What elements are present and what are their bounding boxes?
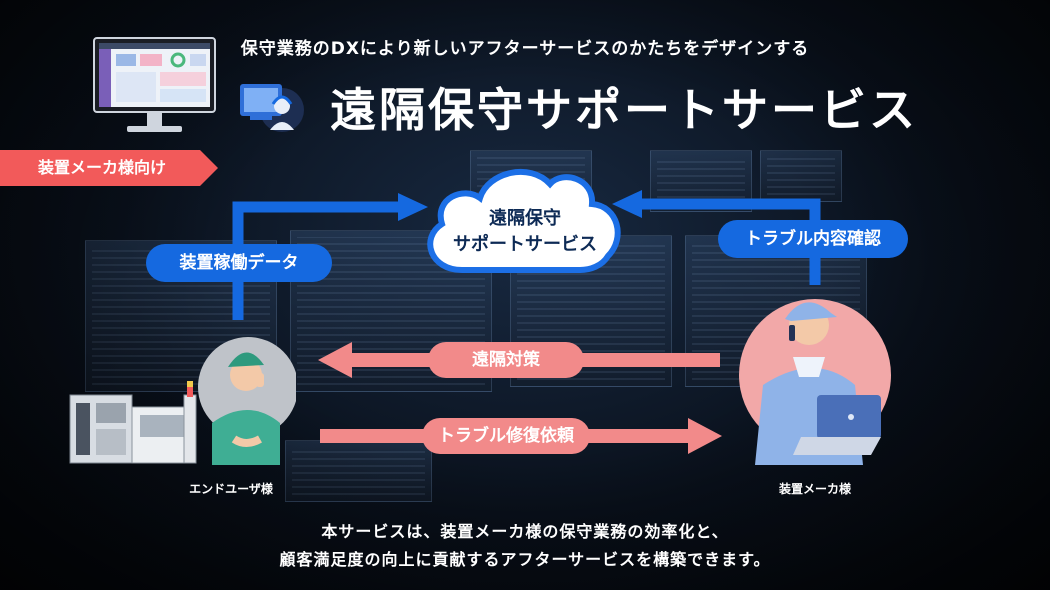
tag-arrow-shape	[0, 150, 218, 186]
maker-illustration	[739, 299, 891, 465]
remote-action-arrowhead	[318, 342, 352, 378]
equipment-data-label: 装置稼働データ	[146, 244, 332, 282]
equipment-data-arrow	[232, 201, 400, 320]
trouble-check-arrowhead	[612, 190, 642, 218]
maker-target-tag: 装置メーカ様向け	[0, 150, 218, 186]
monitor-icon	[93, 37, 216, 132]
equipment-data-arrowhead	[398, 193, 428, 221]
description-line1: 本サービスは、装置メーカ様の保守業務の効率化と、	[321, 522, 729, 541]
maker-target-label: 装置メーカ様向け	[38, 158, 167, 177]
maker-label: 装置メーカ様	[778, 482, 851, 496]
cloud-icon	[427, 168, 621, 273]
description-line2: 顧客満足度の向上に貢献するアフターサービスを構築できます。	[279, 550, 771, 569]
end-user-label: エンドユーザ様	[189, 482, 273, 496]
cloud-label-line2: サポートサービス	[453, 234, 597, 255]
end-user-illustration	[69, 337, 296, 465]
cloud-label: 遠隔保守 サポートサービス	[430, 206, 620, 258]
page-title: 遠隔保守サポートサービス	[330, 83, 918, 137]
trouble-check-label: トラブル内容確認	[718, 220, 908, 258]
repair-request-label: トラブル修復依頼	[422, 418, 590, 454]
repair-request-arrowhead	[688, 418, 722, 454]
cloud-label-line1: 遠隔保守	[489, 208, 561, 229]
remote-support-icon	[240, 84, 304, 132]
remote-action-label: 遠隔対策	[428, 342, 584, 378]
trouble-check-arrow	[640, 198, 821, 285]
tagline: 保守業務のDXにより新しいアフターサービスのかたちをデザインする	[240, 39, 810, 59]
